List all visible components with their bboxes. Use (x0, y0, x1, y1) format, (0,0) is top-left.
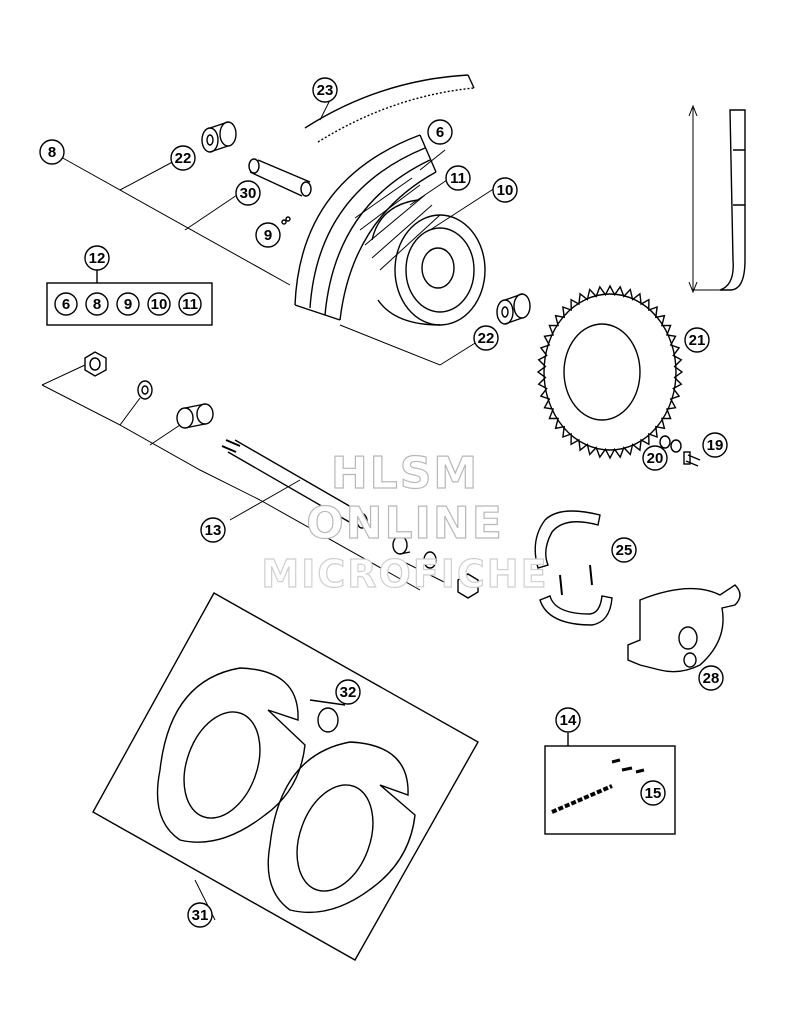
leader-lines-axle (41, 364, 451, 591)
callout-labels: 6 8 9 10 11 12 13 14 15 19 20 21 22 22 23 25 28 30 31 32 6 8 9… (39, 77, 728, 928)
callout-label-9: 9 (264, 227, 272, 244)
callout-label-8: 8 (48, 144, 56, 161)
callout-label-6: 6 (436, 124, 444, 141)
gasket-set-box (92, 592, 479, 961)
bearing-upper (201, 121, 237, 153)
callout-label-25: 25 (616, 542, 633, 559)
kit-item-circle-11 (178, 292, 202, 316)
callout-circle-25 (611, 537, 637, 563)
wheel-rim (294, 134, 437, 321)
spacer-tube (248, 158, 312, 197)
circlip (281, 216, 291, 225)
kit-item-label-9: 9 (124, 296, 132, 313)
spokes (354, 177, 441, 271)
bearing-lower (496, 293, 531, 325)
callout-circle-32 (335, 679, 361, 705)
callout-circle-30 (235, 180, 261, 206)
callout-label-21: 21 (689, 332, 706, 349)
kit-item-label-10: 10 (151, 296, 168, 313)
callout-label-20: 20 (647, 450, 664, 467)
callout-label-30: 30 (240, 185, 257, 202)
callout-label-14: 14 (560, 712, 577, 729)
callout-label-15: 15 (645, 785, 662, 802)
leader-lines-upper (51, 99, 496, 366)
callout-label-32: 32 (340, 684, 357, 701)
kit-item-circle-8 (85, 292, 109, 316)
callout-circle-13 (200, 517, 226, 543)
wheel-hub (371, 199, 486, 326)
sprocket (536, 284, 684, 460)
callout-circle-9 (255, 222, 281, 248)
dimension-arrow (688, 104, 730, 294)
axle-collar-right (392, 533, 411, 555)
axle-nut-right (457, 573, 479, 599)
axle-washer-right (423, 551, 437, 569)
axle-nut (84, 351, 107, 377)
callout-circle-22 (170, 145, 196, 171)
axle-shaft (221, 439, 368, 529)
cable-tie (309, 699, 346, 733)
callout-circle-31 (187, 902, 213, 928)
gasket-left (156, 667, 306, 843)
brake-shoes (534, 510, 613, 626)
callout-label-23: 23 (317, 82, 334, 99)
axle-spacer (176, 403, 214, 429)
kit-item-label-8: 8 (93, 296, 101, 313)
callout-label-12: 12 (89, 250, 106, 267)
kit-item-circle-9 (116, 292, 140, 316)
callout-label-13: 13 (205, 522, 222, 539)
callout-circle-19 (702, 432, 728, 458)
callout-circle-23 (312, 77, 338, 103)
kit-item-label-11: 11 (182, 296, 198, 313)
sprocket-nut (659, 435, 682, 453)
brake-plate (627, 584, 741, 673)
callout-label-19: 19 (707, 437, 724, 454)
kit-12-box (46, 270, 213, 326)
callout-circle-28 (698, 665, 724, 691)
kit-item-label-6: 6 (62, 296, 70, 313)
callout-label-22: 22 (175, 150, 192, 167)
callout-circle-8 (39, 139, 65, 165)
callout-label-11: 11 (450, 170, 466, 187)
rim-tape (304, 74, 475, 143)
chain-kit-box (544, 733, 676, 835)
callout-circle-12 (84, 245, 110, 271)
callout-circle-15 (640, 780, 666, 806)
callout-circle-10 (492, 177, 518, 203)
axle-washer (137, 380, 153, 400)
callout-circle-11 (445, 165, 471, 191)
kit-item-circle-10 (147, 292, 171, 316)
callout-label-31: 31 (192, 907, 209, 924)
gasket-right (267, 741, 416, 914)
callout-circle-6 (427, 119, 453, 145)
callout-label-28: 28 (703, 670, 720, 687)
callout-circle-21 (684, 327, 710, 353)
spoke (719, 109, 746, 291)
callout-circle-14 (555, 707, 581, 733)
callout-label-22: 22 (478, 330, 495, 347)
sprocket-bolt (683, 451, 701, 467)
callout-label-10: 10 (497, 182, 514, 199)
kit-item-circle-6 (54, 292, 78, 316)
callout-circle-20 (642, 445, 668, 471)
callout-circle-22 (473, 325, 499, 351)
